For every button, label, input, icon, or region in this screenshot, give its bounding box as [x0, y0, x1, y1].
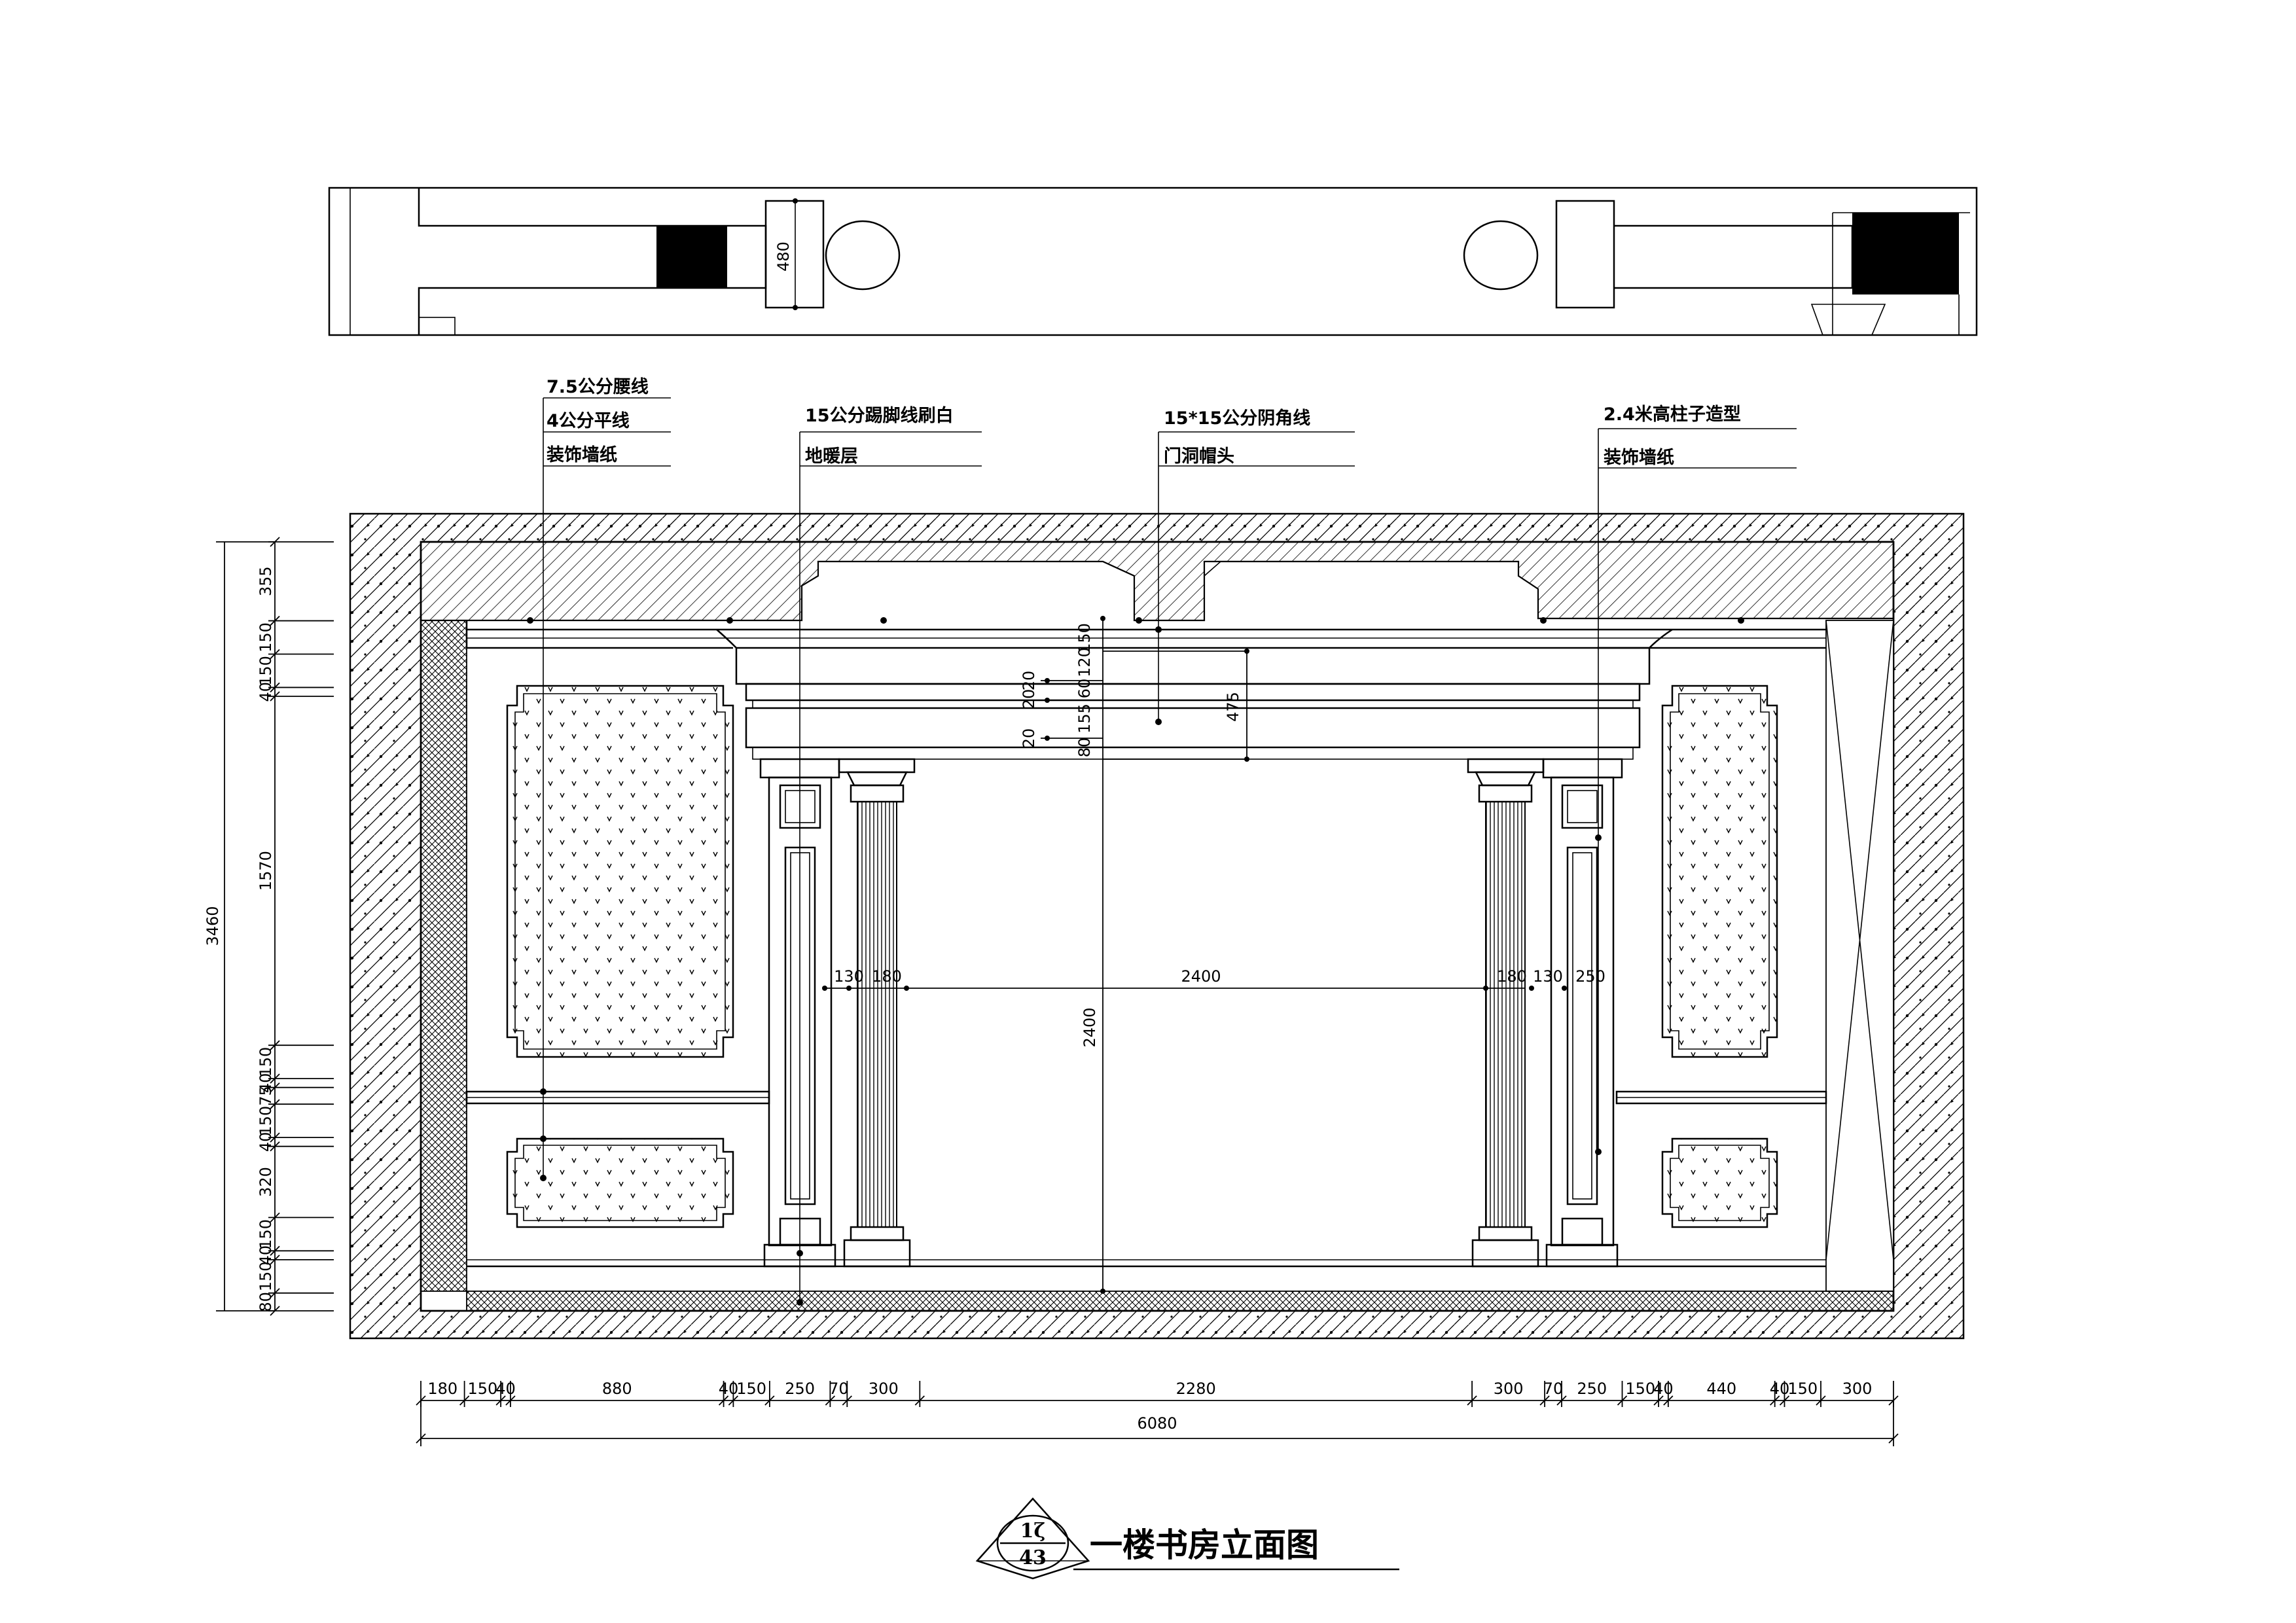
drawing-title-block: 1ζ 43 一楼书房立面图	[975, 1497, 1399, 1580]
bottom-dim-4: 40	[719, 1380, 739, 1398]
symbol-bottom: 43	[1019, 1546, 1047, 1569]
plan-dim-480: 480	[774, 241, 793, 272]
bottom-dim-15: 440	[1706, 1380, 1736, 1398]
dim-header-2: 60	[1075, 679, 1094, 699]
callout-texts: 7.5公分腰线 4公分平线 装饰墙纸 15公分踢脚线刷白 地暖层 15*15公分…	[547, 377, 1741, 468]
plan-column-right	[1463, 220, 1539, 291]
symbol-top: 1ζ	[1020, 1520, 1046, 1543]
left-dim-6: 40	[257, 1073, 275, 1094]
callout-1-line-1: 7.5公分腰线	[547, 377, 649, 397]
callouts	[540, 397, 1797, 1306]
bottom-dim-6: 250	[785, 1380, 815, 1398]
bottom-dim-18: 300	[1842, 1380, 1873, 1398]
bottom-dim-13: 150	[1625, 1380, 1655, 1398]
bottom-dim-8: 300	[869, 1380, 899, 1398]
left-dim-10: 320	[257, 1167, 275, 1197]
left-dim-2: 150	[257, 656, 275, 686]
plan-column-left	[825, 220, 901, 291]
right-upper-wallpaper-panel	[1661, 685, 1778, 1058]
dim-small-0: 20	[1020, 671, 1038, 691]
callout-2-line-1: 15公分踢脚线刷白	[805, 405, 954, 426]
dim-h-4: 130	[1533, 967, 1563, 986]
bottom-dim-2: 40	[495, 1380, 516, 1398]
plan-pilaster-right	[1555, 200, 1615, 309]
drawing-title: 一楼书房立面图	[1090, 1526, 1319, 1564]
left-dim-4: 1570	[257, 851, 275, 891]
bottom-dim-12: 250	[1577, 1380, 1607, 1398]
bottom-dim-0: 180	[427, 1380, 457, 1398]
right-pilaster	[1542, 758, 1623, 1268]
left-wall-panels	[465, 685, 770, 1228]
callout-3-line-1: 15*15公分阴角线	[1164, 408, 1310, 429]
left-dim-11: 150	[257, 1219, 275, 1249]
left-dim-9: 40	[257, 1132, 275, 1152]
left-dim-14: 80	[257, 1292, 275, 1312]
callout-3-line-2: 门洞帽头	[1164, 446, 1234, 467]
dim-header-0: 150	[1075, 623, 1094, 653]
left-dim-0: 355	[257, 566, 275, 596]
left-dim-13: 150	[257, 1261, 275, 1291]
dim-header-4: 80	[1075, 738, 1094, 758]
floor-heating-layer	[466, 1291, 1894, 1311]
dim-h-3: 180	[1497, 967, 1527, 986]
bottom-dim-9: 2280	[1176, 1380, 1216, 1398]
ceiling-section	[420, 541, 1895, 622]
dim-header-3: 155	[1075, 704, 1094, 734]
inner-dim-labels: 130 180 2400 180 130 250 2400 475 150 12…	[834, 623, 1605, 1047]
dim-h-5: 250	[1575, 967, 1605, 986]
index-symbol	[996, 1514, 1069, 1572]
right-lower-wallpaper-panel	[1661, 1137, 1778, 1228]
bottom-dim-1: 150	[467, 1380, 497, 1398]
callout-4-line-1: 2.4米高柱子造型	[1604, 404, 1741, 425]
dim-small-1: 20	[1020, 689, 1038, 709]
bottom-dim-17: 150	[1787, 1380, 1818, 1398]
dim-v-2400: 2400	[1081, 1007, 1099, 1047]
left-dim-1: 150	[257, 622, 275, 652]
left-dim-7: 75	[257, 1086, 275, 1106]
callout-2-line-2: 地暖层	[805, 446, 858, 467]
dim-h-2: 2400	[1181, 967, 1221, 986]
left-dim-12: 40	[257, 1245, 275, 1266]
bottom-dim-16: 40	[1770, 1380, 1790, 1398]
callout-1-line-2: 4公分平线	[547, 411, 630, 431]
left-dim-8: 150	[257, 1106, 275, 1136]
left-total-dim: 3460	[204, 906, 222, 946]
plan-outline	[328, 187, 1978, 336]
right-wall-panels	[1615, 685, 1827, 1228]
plan-column-block-right	[1852, 213, 1959, 294]
bottom-dim-10: 300	[1494, 1380, 1524, 1398]
callout-4-line-2: 装饰墙纸	[1604, 447, 1674, 468]
plan-view: 480	[328, 187, 1978, 336]
elevation-view	[349, 512, 1965, 1340]
bottom-dim-5: 150	[736, 1380, 766, 1398]
dim-h-0: 130	[834, 967, 864, 986]
dim-header-1: 120	[1075, 647, 1094, 677]
callout-1-line-3: 装饰墙纸	[547, 444, 617, 465]
left-lower-wallpaper-panel	[506, 1137, 734, 1228]
dim-header-total: 475	[1224, 692, 1242, 722]
dim-small-2: 20	[1020, 728, 1038, 749]
dim-h-1: 180	[872, 967, 902, 986]
right-column	[1467, 758, 1545, 1268]
bottom-dim-7: 70	[829, 1380, 849, 1398]
left-upper-wallpaper-panel	[506, 685, 734, 1058]
bottom-dim-11: 70	[1543, 1380, 1564, 1398]
left-insulation	[420, 620, 467, 1292]
plan-column-block-left	[656, 226, 727, 288]
bottom-total-dim: 6080	[1137, 1414, 1177, 1433]
left-dim-5: 150	[257, 1047, 275, 1077]
bottom-dim-14: 40	[1653, 1380, 1674, 1398]
inner-dimensions	[822, 616, 1567, 1294]
left-column	[838, 758, 916, 1268]
left-dim-3: 40	[257, 682, 275, 702]
bottom-dim-3: 880	[602, 1380, 632, 1398]
door-header	[716, 628, 1673, 760]
